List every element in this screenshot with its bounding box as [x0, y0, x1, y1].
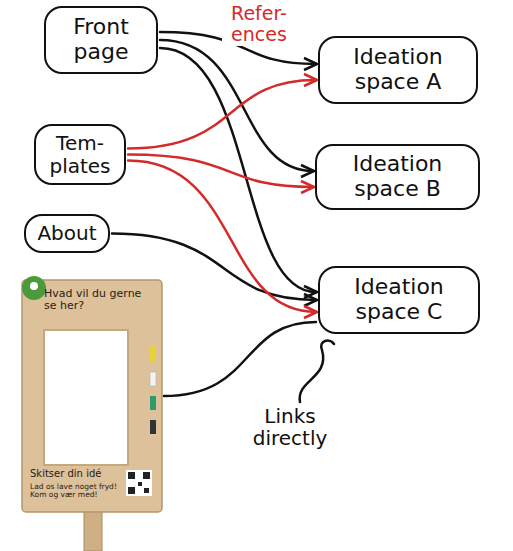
link-line — [164, 322, 316, 396]
sign-board — [22, 280, 162, 512]
leader-line — [300, 341, 334, 402]
sign-photo: Hvad vil du gerne se her? Skitser din idé… — [22, 280, 162, 512]
ideation-box: Ideation space A — [318, 36, 478, 104]
page-box: About — [24, 214, 110, 253]
map-pin — [22, 276, 46, 300]
node-label: Front page — [55, 15, 147, 64]
sign-text: Lad os lave noget fryd! Kom og vær med! — [30, 483, 126, 500]
ideation-box: Ideation space B — [315, 144, 480, 210]
peg — [150, 420, 156, 434]
peg — [150, 396, 156, 410]
reference-arrow — [128, 155, 313, 188]
node-label: Ideation space A — [343, 45, 453, 94]
peg — [150, 345, 156, 361]
note-label: Links directly — [238, 404, 342, 450]
link-line — [160, 40, 313, 171]
ideation-box: Ideation space C — [318, 266, 480, 334]
node-label: Tem- plates — [47, 132, 113, 177]
node-label: Ideation space B — [343, 152, 453, 201]
link-line — [112, 234, 316, 301]
node-label: Ideation space C — [344, 275, 454, 324]
reference-arrow — [128, 161, 316, 313]
node-label: About — [37, 222, 96, 244]
reference-arrow — [128, 80, 316, 149]
page-box: Tem- plates — [34, 124, 126, 185]
sign-window — [44, 330, 128, 465]
link-line — [160, 48, 316, 292]
edge-label: Refer- ences — [222, 2, 296, 46]
sign-text: Hvad vil du gerne se her? — [44, 288, 156, 313]
sign-stick — [84, 510, 102, 551]
peg — [150, 372, 156, 386]
sign-text: Skitser din idé — [30, 468, 130, 479]
page-box: Front page — [44, 6, 158, 74]
qr-code — [126, 470, 152, 496]
